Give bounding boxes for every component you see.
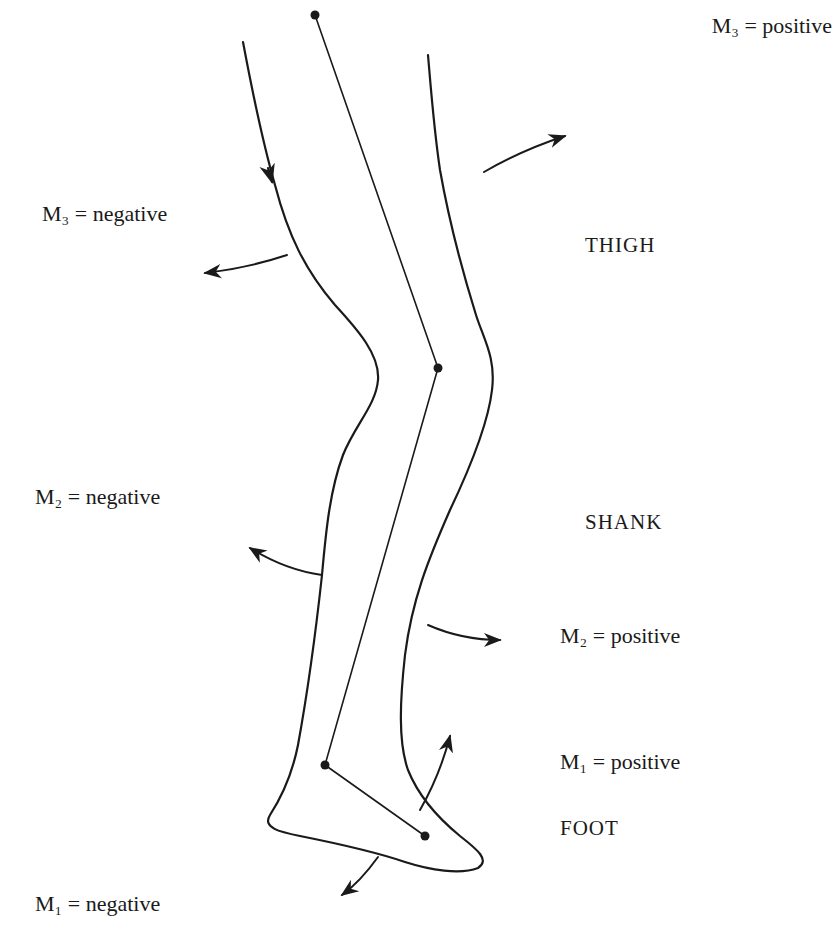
moment-label: M₂ = positive: [560, 624, 680, 648]
moment-label: M₃ = negative: [42, 202, 167, 226]
part-label: SHANK: [585, 511, 662, 534]
moment-label: M₂ = negative: [35, 485, 160, 509]
moment-label: M₁ = positive: [560, 750, 680, 774]
stick-figure: [315, 15, 438, 836]
joint-dots: [311, 11, 443, 841]
moment-label: M₁ = negative: [35, 892, 160, 916]
moment-arrows: [205, 136, 565, 895]
moment-label: M₃ = positive: [712, 14, 832, 38]
part-label: THIGH: [585, 234, 655, 257]
arrow-tick: [268, 168, 272, 182]
part-label: FOOT: [560, 817, 619, 840]
